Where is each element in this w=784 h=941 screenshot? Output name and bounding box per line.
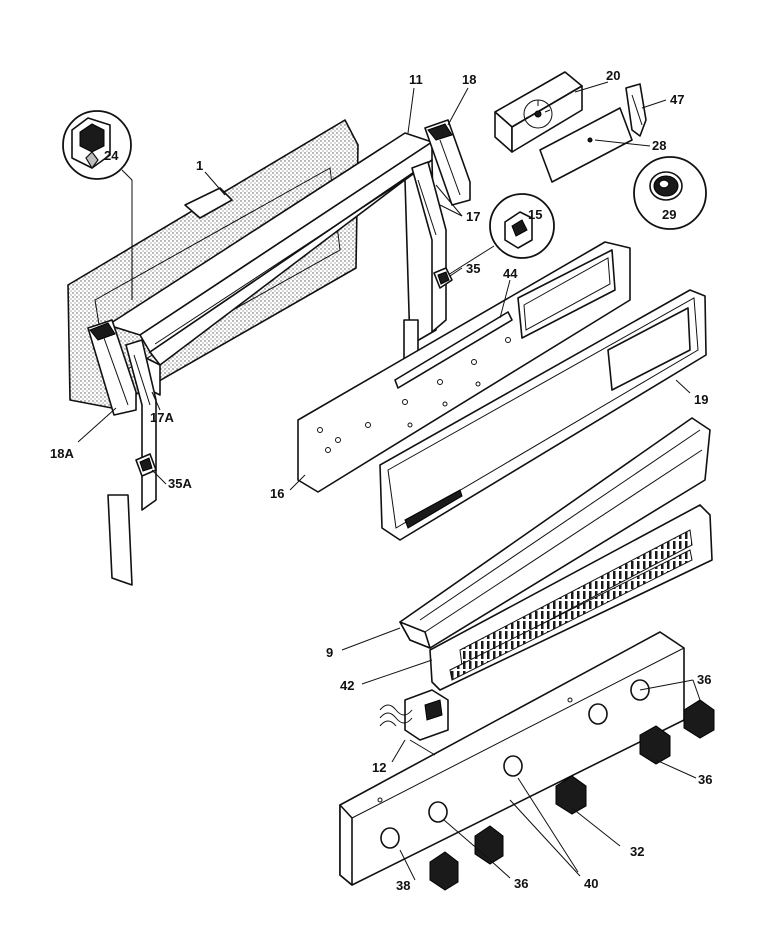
spring-clip-35a <box>135 453 157 477</box>
callout-40: 40 <box>584 876 598 891</box>
callout-36-lower: 36 <box>514 876 528 891</box>
knob-38 <box>429 851 459 891</box>
callout-35a: 35A <box>168 476 192 491</box>
leader-lines <box>77 81 701 881</box>
spring-clip-35 <box>433 267 453 289</box>
callout-35: 35 <box>466 261 480 276</box>
callout-36-mid: 36 <box>698 772 712 787</box>
knob-32 <box>555 775 587 815</box>
callout-20: 20 <box>606 68 620 83</box>
callout-38: 38 <box>396 878 410 893</box>
callout-18a: 18A <box>50 446 74 461</box>
knob-36-mid-right <box>639 725 671 765</box>
side-bracket-right <box>411 161 447 333</box>
knob-36-upper-right <box>683 699 715 739</box>
callout-24: 24 <box>104 148 119 163</box>
clock-overlay-panel <box>539 107 633 183</box>
control-panel-16 <box>297 241 631 493</box>
knob-callout <box>633 156 707 230</box>
clip-callout: 15 <box>447 193 555 276</box>
rocker-switch-callout: 24 <box>62 110 133 300</box>
clock-timer-module <box>494 71 583 153</box>
switch-12 <box>379 689 449 756</box>
end-cap-right <box>424 119 471 206</box>
callout-17: 17 <box>466 209 480 224</box>
callout-32: 32 <box>630 844 644 859</box>
callout-29: 29 <box>662 207 676 222</box>
end-cap-left <box>87 319 137 416</box>
callout-19: 19 <box>694 392 708 407</box>
callout-36-upper: 36 <box>697 672 711 687</box>
mounting-bracket-47 <box>625 83 647 137</box>
callout-18: 18 <box>462 72 476 87</box>
callout-1: 1 <box>196 158 203 173</box>
callout-labels: 1 11 18 20 47 28 29 17 35 44 19 17A 18A … <box>50 68 712 893</box>
callout-47: 47 <box>670 92 684 107</box>
vented-manifold-42 <box>429 504 713 691</box>
control-panel-trim-19 <box>379 289 707 541</box>
callout-42: 42 <box>340 678 354 693</box>
callout-12: 12 <box>372 760 386 775</box>
callout-11: 11 <box>409 72 423 87</box>
callout-16: 16 <box>270 486 284 501</box>
side-trim-strip-left <box>107 494 133 586</box>
callout-28: 28 <box>652 138 666 153</box>
knob-36-lower <box>474 825 504 865</box>
callout-44: 44 <box>503 266 518 281</box>
callout-9: 9 <box>326 645 333 660</box>
callout-15: 15 <box>528 207 542 222</box>
backguard-frame <box>107 132 437 396</box>
callout-17a: 17A <box>150 410 174 425</box>
manifold-panel-9 <box>399 417 711 649</box>
